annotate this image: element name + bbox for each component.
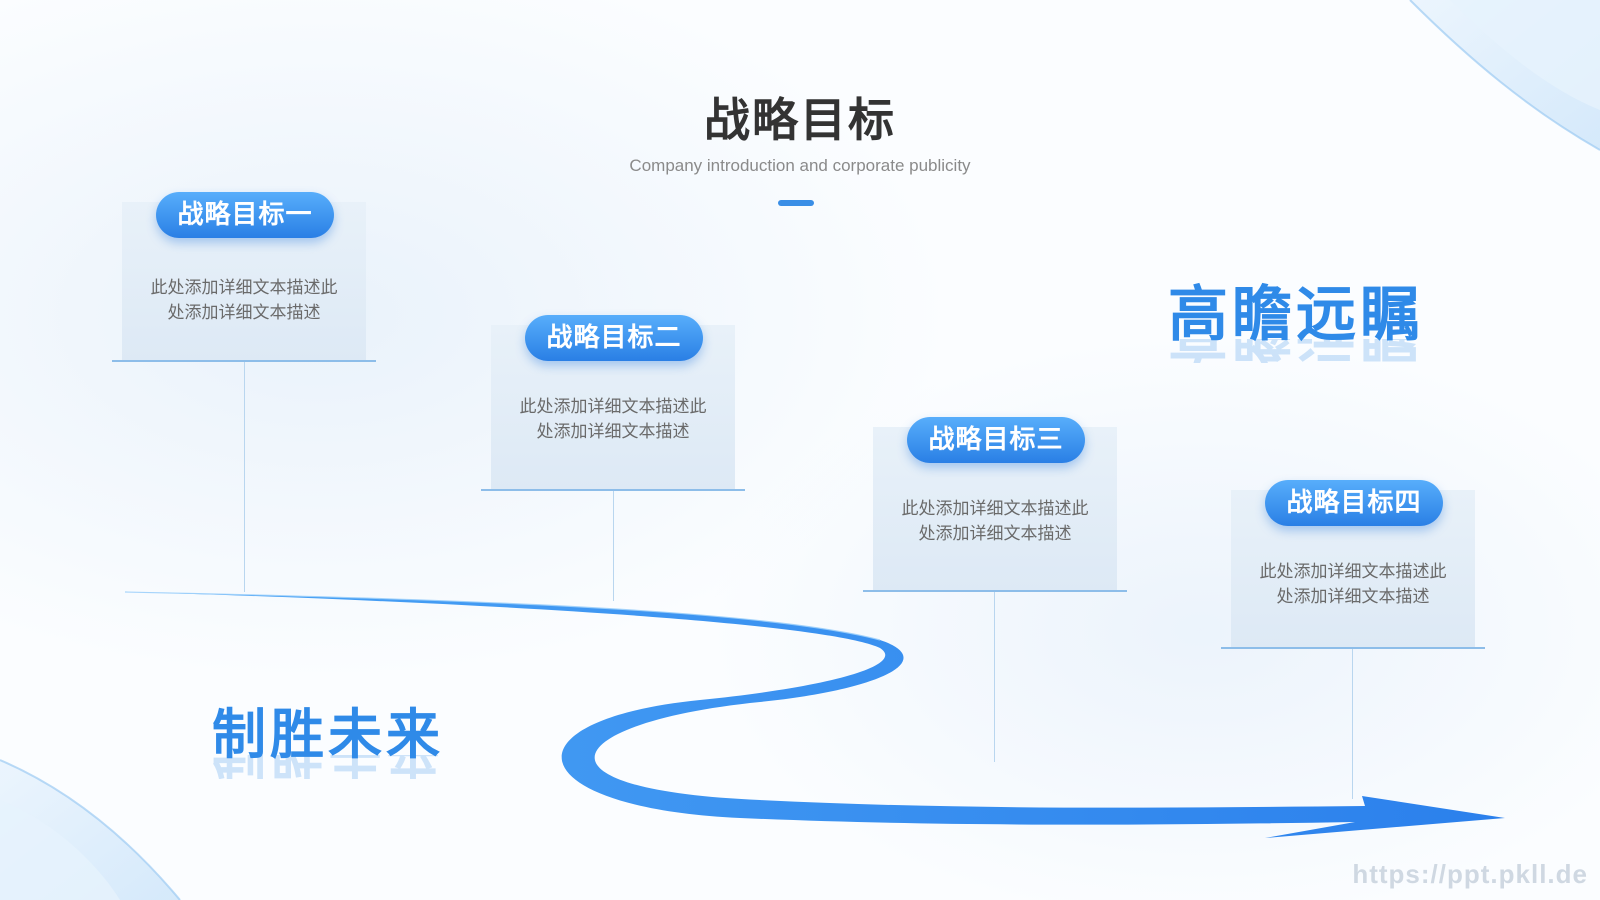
goal-1-desc-line-1: 此处添加详细文本描述此	[150, 278, 338, 298]
goal-1-desc-line-2: 处添加详细文本描述	[167, 303, 321, 323]
goal-card-2: 战略目标二 此处添加详细文本描述此 处添加详细文本描述	[481, 315, 745, 491]
goal-4-label: 战略目标四	[1265, 480, 1443, 526]
slogan-right-text: 高瞻远瞩	[1168, 280, 1424, 350]
page-subtitle: Company introduction and corporate publi…	[629, 156, 971, 175]
goal-4-desc-line-2: 处添加详细文本描述	[1276, 587, 1430, 607]
goal-1-label: 战略目标一	[156, 192, 334, 238]
goal-2-desc-line-2: 处添加详细文本描述	[536, 422, 690, 442]
goal-2-label: 战略目标二	[525, 315, 703, 361]
goal-4-desc-line-1: 此处添加详细文本描述此	[1259, 562, 1447, 582]
goal-3-stem	[994, 592, 995, 762]
goal-3-base-line	[863, 590, 1127, 592]
goal-1-stem	[244, 362, 245, 592]
slogan-right: 高瞻远瞩 高瞻远瞩	[1168, 266, 1424, 363]
goal-2-base-line	[481, 489, 745, 491]
page-title: 战略目标	[704, 93, 896, 147]
goal-4-base-line	[1221, 647, 1485, 649]
slogan-left: 制胜未来 制胜未来	[212, 690, 444, 779]
goal-1-base-line	[112, 360, 376, 362]
goal-2-stem	[613, 491, 614, 601]
goal-2-description: 此处添加详细文本描述此 处添加详细文本描述	[509, 395, 717, 445]
goal-3-desc-line-2: 处添加详细文本描述	[918, 524, 1072, 544]
goal-3-desc-line-1: 此处添加详细文本描述此	[901, 499, 1089, 519]
goal-4-stem	[1352, 649, 1353, 799]
goal-1-description: 此处添加详细文本描述此 处添加详细文本描述	[140, 276, 348, 326]
goal-2-desc-line-1: 此处添加详细文本描述此	[519, 397, 707, 417]
watermark-url: https://ppt.pkll.de	[1352, 859, 1588, 889]
curved-road-arrow-icon	[124, 591, 1505, 838]
slogan-left-reflection: 制胜未来	[212, 755, 444, 779]
goal-card-3: 战略目标三 此处添加详细文本描述此 处添加详细文本描述	[863, 417, 1127, 592]
goal-3-description: 此处添加详细文本描述此 处添加详细文本描述	[891, 497, 1099, 547]
goal-4-description: 此处添加详细文本描述此 处添加详细文本描述	[1249, 560, 1457, 610]
goal-card-4: 战略目标四 此处添加详细文本描述此 处添加详细文本描述	[1221, 480, 1485, 649]
goal-card-1: 战略目标一 此处添加详细文本描述此 处添加详细文本描述	[112, 192, 376, 362]
slogan-left-text: 制胜未来	[212, 703, 444, 766]
slogan-right-reflection: 高瞻远瞩	[1168, 339, 1424, 363]
goal-3-label: 战略目标三	[907, 417, 1085, 463]
title-accent-bar	[778, 200, 814, 206]
